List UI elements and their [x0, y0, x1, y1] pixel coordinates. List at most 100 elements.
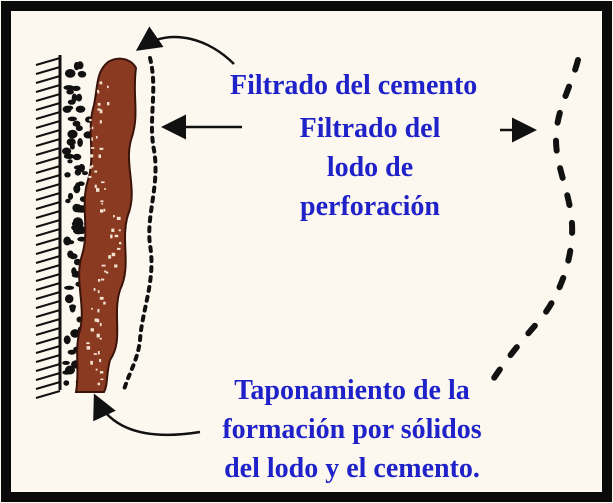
grain: [63, 85, 75, 91]
mud-speck: [96, 188, 100, 192]
mud-speck: [100, 200, 104, 203]
mud-speck: [94, 184, 97, 188]
mud-speck: [87, 127, 91, 130]
grain: [67, 116, 78, 122]
mud-speck: [97, 351, 100, 355]
mud-speck: [99, 337, 102, 340]
grain: [67, 99, 76, 105]
label-cement-filtrate: Filtrado del cemento: [230, 70, 477, 101]
mud-speck: [97, 91, 100, 94]
label-plugging-3: del lodo y el cemento.: [224, 453, 480, 484]
mud-speck: [107, 85, 109, 89]
mud-speck: [110, 234, 113, 239]
mud-speck: [116, 216, 121, 220]
grain: [67, 159, 73, 164]
mud-cake: [74, 57, 138, 393]
grain: [77, 71, 87, 78]
grain: [65, 198, 71, 204]
mud-speck: [108, 255, 112, 259]
mud-speck: [90, 360, 93, 365]
mud-speck: [94, 318, 99, 322]
grain: [64, 285, 75, 290]
grain: [73, 226, 84, 235]
mud-speck: [105, 271, 109, 274]
mud-speck: [101, 278, 105, 281]
mud-cake-specks: [86, 81, 122, 386]
arrow-plugging: [93, 393, 201, 437]
label-mud-filtrate-3: perforación: [300, 191, 440, 222]
mud-speck: [97, 108, 101, 111]
grain: [74, 169, 82, 176]
mud-speck: [97, 290, 100, 294]
mud-speck: [93, 353, 97, 355]
grain: [75, 125, 83, 132]
mud-speck: [114, 234, 119, 238]
mud-speck: [99, 371, 104, 374]
mud-speck: [97, 382, 100, 386]
filtrate-front-near: [122, 56, 158, 392]
mud-speck: [99, 147, 104, 150]
grain: [63, 380, 70, 386]
mud-speck: [97, 102, 101, 106]
mud-speck: [117, 247, 121, 250]
mud-speck: [99, 359, 102, 363]
grain: [72, 153, 82, 161]
mud-speck: [99, 296, 104, 300]
mud-speck: [100, 209, 104, 213]
grain: [71, 85, 81, 92]
label-mud-filtrate-1: Filtrado del: [300, 113, 441, 144]
mud-speck: [100, 378, 104, 381]
grain: [62, 370, 71, 375]
mud-speck: [86, 342, 90, 345]
mud-speck: [111, 252, 116, 257]
mud-speck: [90, 147, 95, 149]
grain: [67, 192, 74, 200]
grain: [66, 89, 74, 95]
grain: [69, 143, 75, 150]
grain: [73, 184, 81, 194]
grain: [72, 270, 80, 275]
mud-speck: [111, 228, 115, 232]
mud-speck: [97, 308, 100, 313]
mud-speck: [99, 81, 103, 85]
mud-speck: [104, 270, 107, 273]
wellbore-wall-hatching: [35, 55, 62, 399]
grain: [82, 171, 88, 176]
grain: [76, 61, 84, 70]
mud-speck: [103, 301, 106, 305]
grain: [62, 105, 72, 113]
grain: [64, 69, 76, 78]
mud-speck: [113, 215, 115, 218]
mud-speck: [91, 307, 93, 310]
mud-speck: [90, 328, 94, 332]
mud-speck: [103, 208, 106, 212]
mud-speck: [94, 170, 98, 173]
grain: [69, 253, 78, 260]
mud-speck: [86, 346, 91, 350]
mud-speck: [95, 368, 98, 371]
grain: [62, 360, 70, 365]
mud-speck: [107, 102, 110, 106]
grain: [77, 138, 83, 147]
mud-speck: [119, 242, 122, 245]
mud-speck: [99, 323, 102, 327]
mud-speck: [96, 333, 100, 338]
mud-speck: [98, 279, 101, 282]
mud-speck: [114, 264, 118, 268]
mud-speck: [88, 175, 92, 178]
grain: [75, 105, 86, 113]
mud-speck: [95, 135, 98, 139]
mud-speck: [91, 137, 93, 141]
grain: [67, 129, 78, 139]
mud-speck: [91, 126, 94, 130]
mud-speck: [118, 229, 121, 232]
grain: [69, 304, 76, 313]
label-plugging-2: formación por sólidos: [222, 414, 481, 445]
grain: [72, 120, 81, 127]
label-mud-filtrate-2: lodo de: [327, 152, 413, 183]
mud-speck: [101, 181, 105, 184]
mud-speck: [91, 164, 94, 168]
